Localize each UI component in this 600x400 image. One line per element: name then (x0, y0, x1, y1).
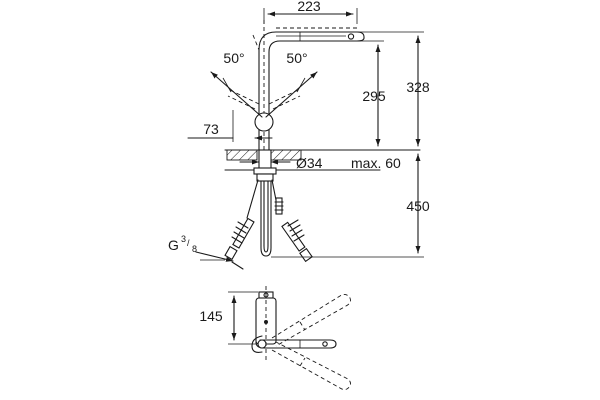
svg-text:/: / (187, 238, 190, 248)
spout-nozzle (347, 33, 355, 40)
thread-base: G (168, 237, 179, 253)
dim-top-depth: 145 (199, 308, 223, 324)
thread-num: 3 (181, 234, 186, 244)
connection-thread-label: G 3 / 8 (168, 234, 197, 254)
dim-hole-diameter: Ø34 (296, 155, 323, 171)
top-view (228, 286, 351, 391)
vertical-dimensions (263, 8, 424, 258)
faucet-spout-outline (258, 31, 365, 151)
pull-out-hose (260, 180, 272, 257)
dim-total-height: 328 (406, 79, 430, 95)
countertop-left (226, 149, 258, 161)
dim-max-deck: max. 60 (351, 155, 401, 171)
dim-swivel-right: 50° (286, 50, 307, 66)
supply-hose-right (271, 179, 313, 263)
thread-den: 8 (192, 244, 197, 254)
dim-swivel-left: 50° (223, 50, 244, 66)
dim-spout-height: 295 (362, 88, 386, 104)
lever-handle (254, 112, 274, 132)
supply-hose-left (224, 179, 259, 261)
dim-handle-offset: 73 (203, 121, 219, 137)
front-view (187, 20, 421, 270)
dim-spout-reach: 223 (297, 0, 321, 14)
dim-hose-length: 450 (406, 198, 430, 214)
